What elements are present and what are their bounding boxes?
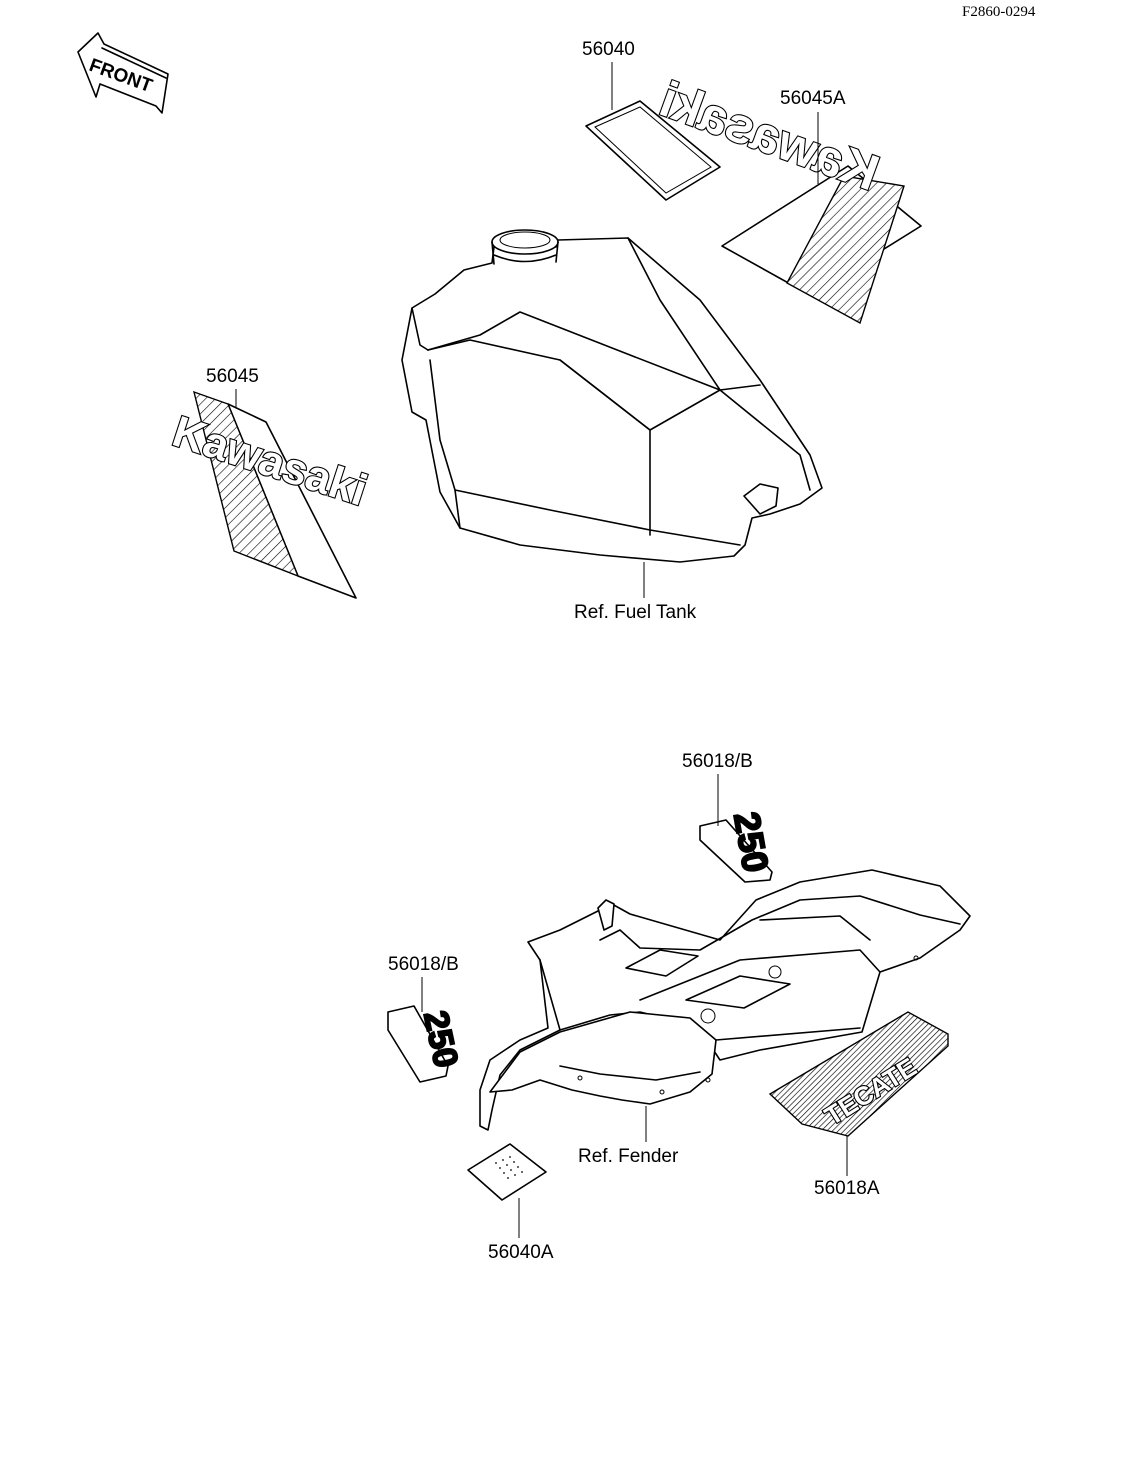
decal-56018B-left-text: 250 (416, 1007, 465, 1070)
callout-56018A: 56018A (814, 1178, 880, 1199)
fuel-tank (401, 229, 823, 563)
callout-ref-fuel-tank: Ref. Fuel Tank (574, 602, 697, 623)
decal-56018B-top: 250 (699, 808, 778, 883)
callout-ref-fender: Ref. Fender (578, 1146, 679, 1167)
decal-56040 (585, 100, 721, 201)
decal-56045A-logo: Kawasaki (653, 71, 886, 202)
decal-56018B-top-text: 250 (726, 809, 777, 875)
front-arrow-icon: FRONT (77, 32, 169, 114)
fender (479, 869, 971, 1131)
callout-56018B-left: 56018/B (388, 954, 459, 975)
decal-56045: Kawasaki (166, 390, 374, 599)
callout-56040: 56040 (582, 39, 635, 60)
decal-56040A (467, 1143, 547, 1201)
callout-56045: 56045 (206, 366, 259, 387)
decal-56018B-left: 250 (387, 1005, 466, 1083)
callout-56045A: 56045A (780, 88, 846, 109)
callout-56018B-top: 56018/B (682, 751, 753, 772)
document-code: F2860-0294 (962, 4, 1036, 20)
callout-56040A: 56040A (488, 1242, 554, 1263)
